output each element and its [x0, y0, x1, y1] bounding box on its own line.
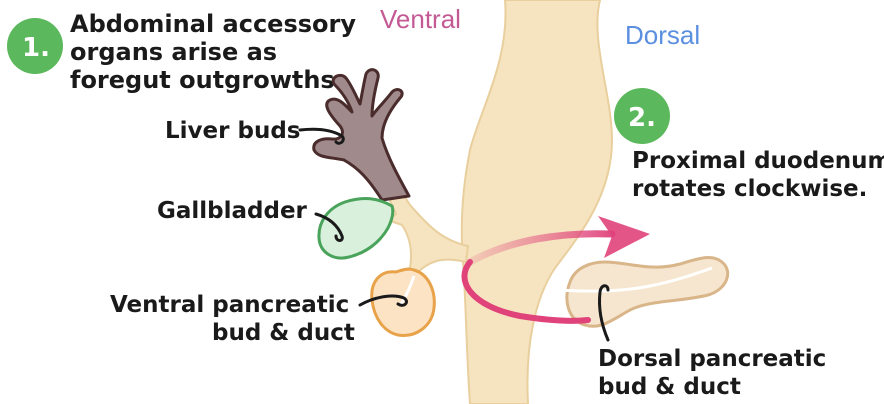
step-2-line-1: Proximal duodenum — [632, 148, 884, 174]
gallbladder — [317, 197, 395, 260]
ventral-label: Ventral — [380, 4, 461, 34]
step-1-badge — [7, 18, 63, 74]
ventral-pancreatic-pointer — [358, 294, 408, 307]
dorsal-pancreatic-label-line-2: bud & duct — [598, 374, 741, 400]
step-2: 2. Proximal duodenum rotates clockwise. — [614, 88, 884, 202]
step-1-line-3: foregut outgrowths. — [70, 66, 344, 94]
rotation-arrow-lower — [461, 259, 591, 324]
step-1-line-2: organs arise as — [70, 38, 277, 66]
dorsal-pancreatic-label-line-1: Dorsal pancreatic — [598, 346, 826, 372]
step-2-badge — [614, 88, 670, 144]
step-1-number: 1. — [22, 33, 50, 63]
gut-tube — [460, 0, 614, 404]
ventral-pancreatic-label-line-1: Ventral pancreatic — [110, 292, 349, 318]
liver-buds — [312, 68, 411, 202]
liver-buds-label: Liver buds — [165, 118, 300, 144]
ventral-pancreatic-label-line-2: bud & duct — [212, 320, 355, 346]
step-2-number: 2. — [628, 103, 656, 133]
step-1: 1. Abdominal accessory organs arise as f… — [7, 10, 356, 94]
liver-buds-pointer — [298, 127, 345, 145]
rotation-arrow-upper — [466, 230, 616, 266]
step-1-line-1: Abdominal accessory — [70, 10, 356, 38]
dorsal-pancreatic-pointer — [598, 284, 610, 342]
dorsal-label: Dorsal — [625, 20, 700, 50]
gallbladder-label: Gallbladder — [157, 198, 308, 224]
rotation-arrow-head — [598, 216, 650, 258]
dorsal-pancreatic-duct — [559, 266, 713, 293]
step-2-line-2: rotates clockwise. — [632, 176, 867, 202]
gallbladder-pointer — [314, 212, 344, 242]
